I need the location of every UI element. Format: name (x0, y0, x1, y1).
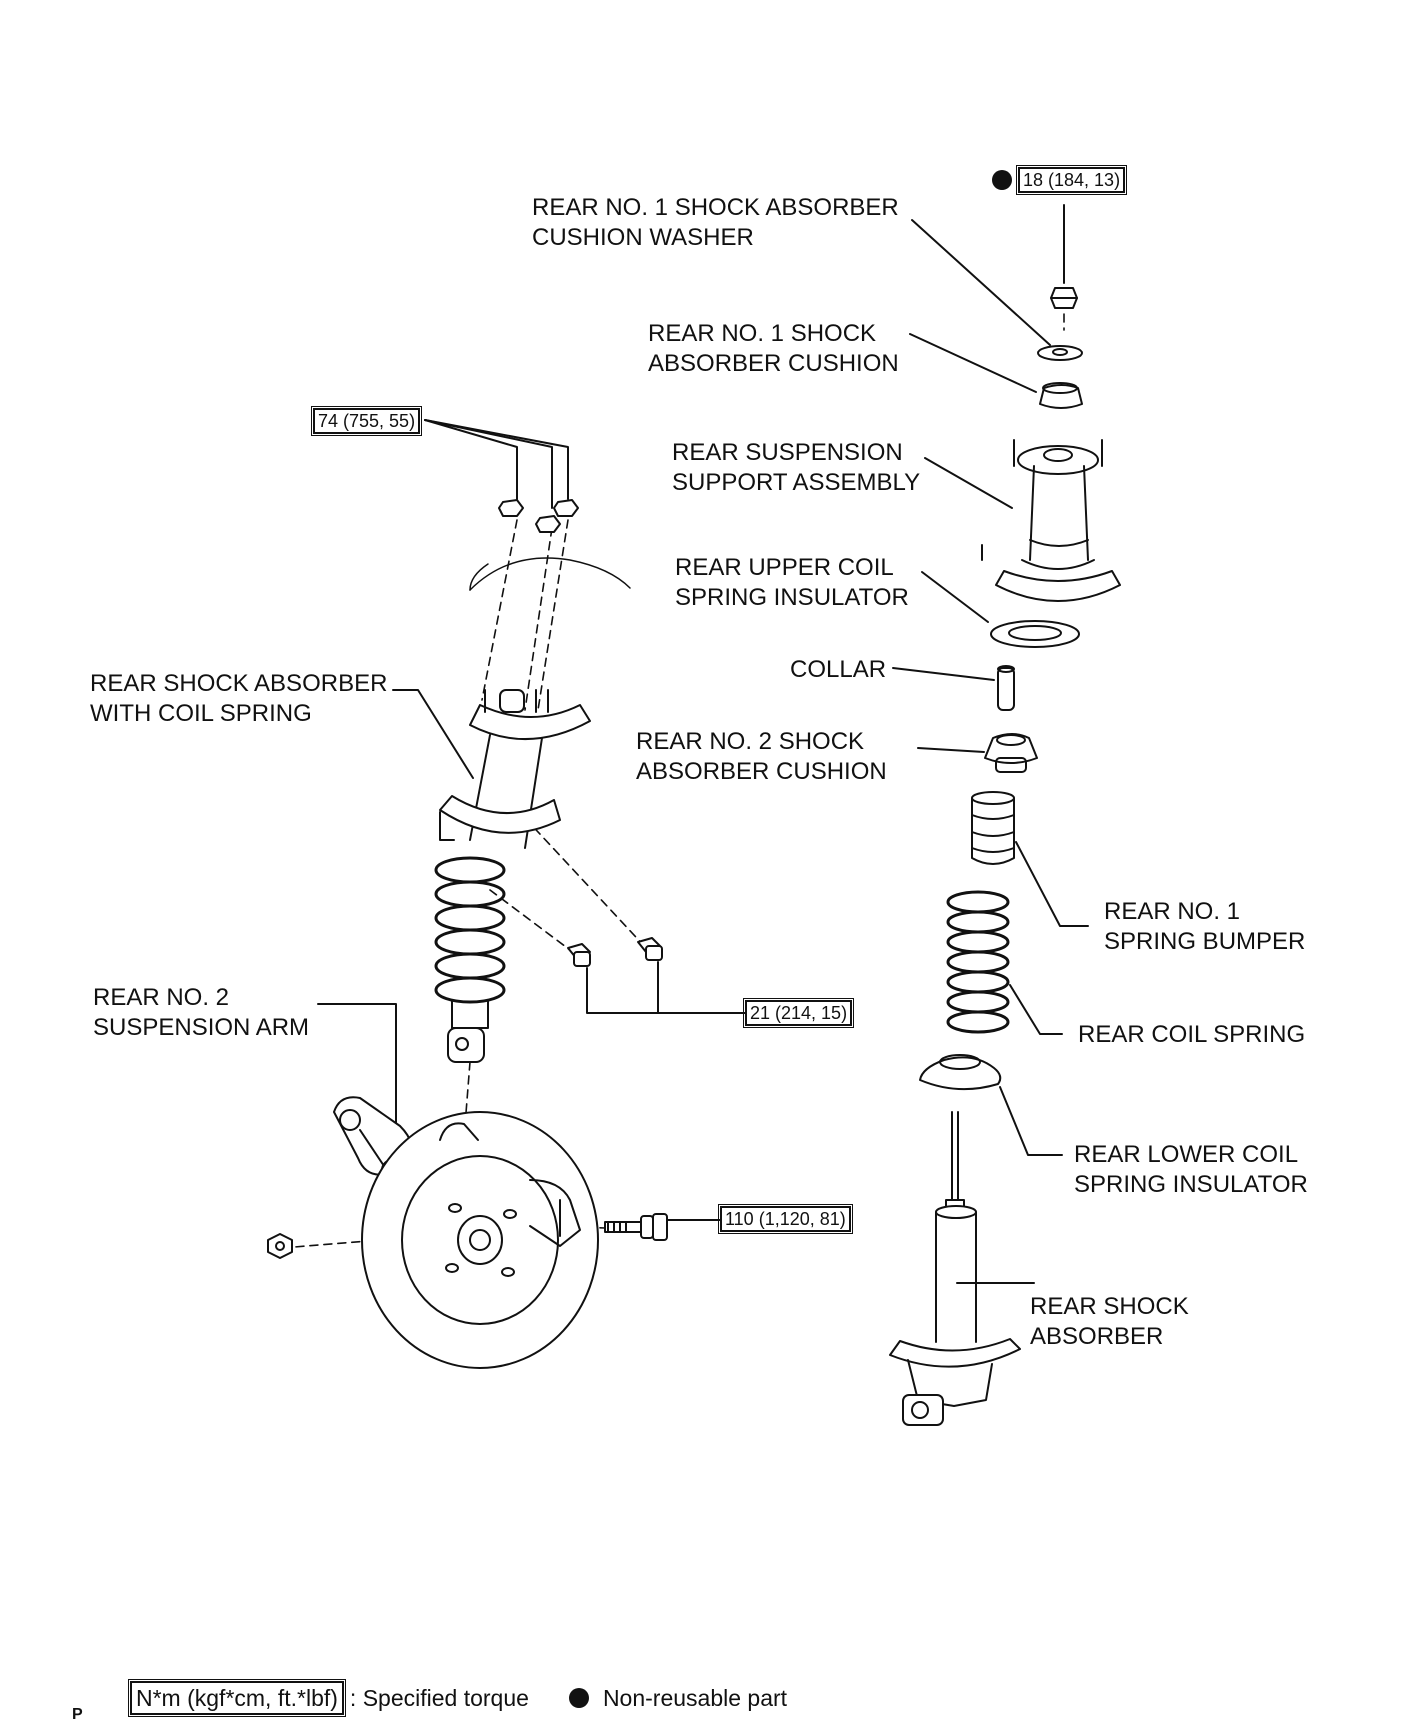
label-line: ABSORBER (1030, 1323, 1164, 1350)
label-line: REAR SHOCK ABSORBER (90, 670, 388, 697)
label-line: SPRING BUMPER (1104, 928, 1306, 955)
knuckle-disc-part (361, 1111, 599, 1369)
support-assembly-part (981, 439, 1121, 602)
label-line: SUSPENSION ARM (93, 1014, 310, 1041)
lower-insulator-part (919, 1054, 1002, 1091)
non-reusable-icon (568, 1688, 589, 1708)
spring-bumper-part (971, 791, 1015, 865)
body-panel-outline (469, 557, 631, 591)
no2-cushion-part (984, 733, 1038, 773)
label-shock-with-spring: REAR SHOCK ABSORBER WITH COIL SPRING (90, 669, 387, 729)
label-line: REAR UPPER COIL (675, 554, 894, 581)
knuckle-bolt-part (604, 1213, 668, 1241)
top-nut-part (1050, 287, 1078, 309)
leader-lines (317, 204, 1089, 1284)
label-line: REAR SUSPENSION (672, 439, 903, 466)
torque-top-nut: 18 (184, 13) (1015, 165, 1128, 195)
hex-nut-part (267, 1233, 293, 1259)
label-spring-bumper: REAR NO. 1 SPRING BUMPER (1104, 897, 1305, 957)
upper-nuts-part (498, 499, 579, 533)
torque-bracket-bolts: 21 (214, 15) (742, 998, 855, 1028)
no1-cushion-part (1039, 382, 1083, 409)
label-line: CUSHION WASHER (532, 224, 754, 251)
label-line: REAR SHOCK (1030, 1293, 1189, 1320)
label-no2-cushion: REAR NO. 2 SHOCK ABSORBER CUSHION (636, 727, 887, 787)
bracket-bolts-part (567, 937, 663, 967)
label-no1-cushion: REAR NO. 1 SHOCK ABSORBER CUSHION (648, 319, 899, 379)
label-line: SPRING INSULATOR (1074, 1171, 1308, 1198)
label-line: REAR NO. 1 SHOCK ABSORBER (532, 194, 899, 221)
label-line: REAR NO. 2 (93, 984, 230, 1011)
label-line: ABSORBER CUSHION (636, 758, 887, 785)
label-suspension-arm: REAR NO. 2 SUSPENSION ARM (93, 983, 309, 1043)
label-line: REAR LOWER COIL (1074, 1141, 1299, 1168)
label-line: REAR NO. 1 SHOCK (648, 320, 877, 347)
label-line: REAR NO. 2 SHOCK (636, 728, 865, 755)
label-line: REAR COIL SPRING (1078, 1021, 1306, 1048)
label-coil-spring: REAR COIL SPRING (1078, 1020, 1305, 1050)
label-line: SUPPORT ASSEMBLY (672, 469, 921, 496)
label-line: SPRING INSULATOR (675, 584, 909, 611)
label-upper-insulator: REAR UPPER COIL SPRING INSULATOR (675, 553, 909, 613)
label-line: REAR NO. 1 (1104, 898, 1241, 925)
label-cushion-washer: REAR NO. 1 SHOCK ABSORBER CUSHION WASHER (532, 193, 899, 253)
label-line: WITH COIL SPRING (90, 700, 312, 727)
label-support-assembly: REAR SUSPENSION SUPPORT ASSEMBLY (672, 438, 920, 498)
collar-part (997, 665, 1015, 711)
label-line: ABSORBER CUSHION (648, 350, 899, 377)
non-reusable-icon (992, 170, 1012, 190)
upper-insulator-part (990, 620, 1080, 648)
legend-nonreusable-text: Non-reusable part (602, 1684, 788, 1711)
label-line: COLLAR (790, 656, 887, 683)
torque-upper-nuts: 74 (755, 55) (310, 406, 423, 436)
corner-mark: P (72, 1706, 83, 1723)
assembled-strut-part (434, 689, 591, 1063)
cushion-washer-part (1037, 345, 1083, 361)
label-shock-absorber: REAR SHOCK ABSORBER (1030, 1292, 1189, 1352)
label-collar: COLLAR (790, 655, 886, 685)
coil-spring-part (946, 890, 1010, 1034)
legend-torque-box: N*m (kgf*cm, ft.*lbf) (128, 1679, 346, 1717)
torque-knuckle-bolt: 110 (1,120, 81) (718, 1204, 853, 1234)
label-lower-insulator: REAR LOWER COIL SPRING INSULATOR (1074, 1140, 1308, 1200)
legend-torque-text: : Specified torque (349, 1684, 529, 1711)
legend: N*m (kgf*cm, ft.*lbf) : Specified torque… (128, 1679, 788, 1717)
shock-absorber-part (889, 1111, 1021, 1426)
